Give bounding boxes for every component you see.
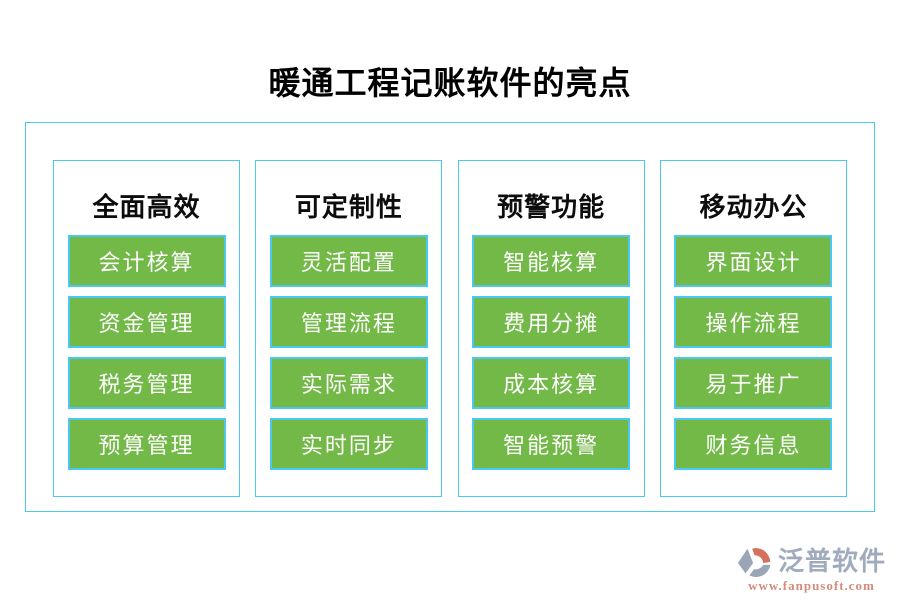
feature-button-operation-flow[interactable]: 操作流程 xyxy=(674,296,833,348)
feature-button-cost-accounting[interactable]: 成本核算 xyxy=(472,357,631,409)
feature-button-budget-management[interactable]: 预算管理 xyxy=(67,418,226,470)
column-header: 移动办公 xyxy=(699,193,808,222)
feature-button-accounting[interactable]: 会计核算 xyxy=(67,235,226,287)
column-header: 预警功能 xyxy=(497,193,606,222)
feature-button-cost-allocation[interactable]: 费用分摊 xyxy=(472,296,631,348)
column-header: 可定制性 xyxy=(294,193,403,222)
feature-button-management-process[interactable]: 管理流程 xyxy=(269,296,428,348)
column-warning-function: 预警功能 智能核算 费用分摊 成本核算 智能预警 xyxy=(457,160,645,497)
page-title: 暖通工程记账软件的亮点 xyxy=(268,65,632,101)
column-header: 全面高效 xyxy=(92,193,201,222)
feature-button-ui-design[interactable]: 界面设计 xyxy=(674,235,833,287)
brand-name: 泛普软件 xyxy=(777,547,886,576)
feature-button-tax-management[interactable]: 税务管理 xyxy=(67,357,226,409)
highlights-board: 全面高效 会计核算 资金管理 税务管理 预算管理 可定制性 灵活配置 管理流程 … xyxy=(25,122,875,512)
feature-button-smart-warning[interactable]: 智能预警 xyxy=(472,418,631,470)
brand-url: www.fanpusoft.com xyxy=(748,578,875,593)
feature-button-funds-management[interactable]: 资金管理 xyxy=(67,296,226,348)
fanpu-watermark: 泛普软件 www.fanpusoft.com xyxy=(737,543,886,594)
column-customizable: 可定制性 灵活配置 管理流程 实际需求 实时同步 xyxy=(255,160,443,497)
column-mobile-office: 移动办公 界面设计 操作流程 易于推广 财务信息 xyxy=(659,160,847,497)
column-comprehensive-efficient: 全面高效 会计核算 资金管理 税务管理 预算管理 xyxy=(53,160,240,497)
feature-button-smart-accounting[interactable]: 智能核算 xyxy=(472,235,631,287)
feature-button-realtime-sync[interactable]: 实时同步 xyxy=(269,418,428,470)
feature-button-actual-needs[interactable]: 实际需求 xyxy=(269,357,428,409)
fanpu-logo-icon xyxy=(737,548,771,578)
feature-button-financial-info[interactable]: 财务信息 xyxy=(674,418,833,470)
feature-button-easy-promotion[interactable]: 易于推广 xyxy=(674,357,833,409)
feature-button-flexible-config[interactable]: 灵活配置 xyxy=(269,235,428,287)
